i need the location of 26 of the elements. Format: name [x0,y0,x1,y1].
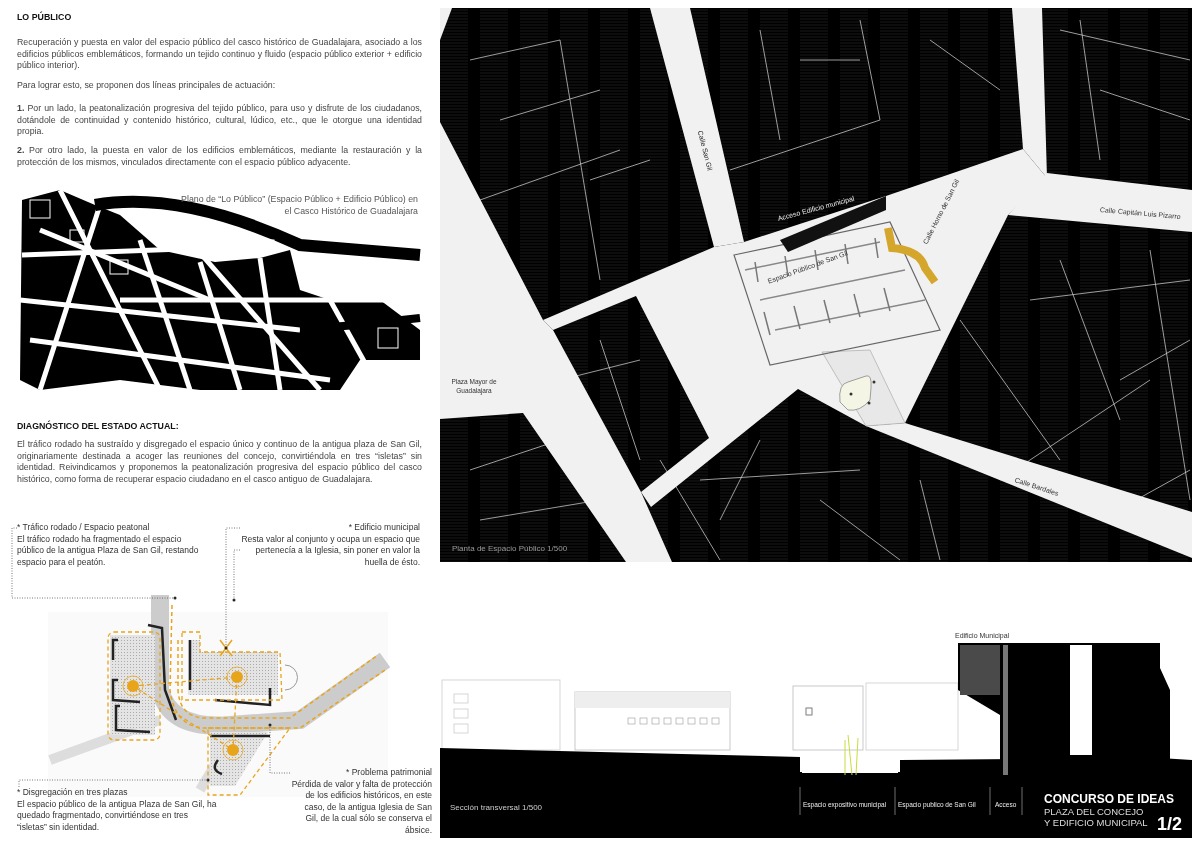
callout-text: Pérdida de valor y falta de protección de los edificios históricos, en este caso, de la antigua Iglesia de San Gil, de la cual sólo se conserva el ábsice. [290,778,432,836]
paragraph: Para lograr esto, se proponen dos líneas principales de actuación: [17,80,277,92]
callout-heading: * Problema patrimonial [345,767,432,779]
sheet-title: CONCURSO DE IDEAS [1044,792,1174,806]
map-caption: Plano de “Lo Público” (Espacio Público + Edificio Público) en el Casco Histórico de Guadalajara [180,194,418,217]
drawing-title: Sección transversal 1/500 [450,802,544,814]
leader-line [225,527,241,649]
paragraph: El tráfico rodado ha sustraído y disgregado el espacio único y continuo de la antigua plaza de San Gil, originariamente destinada a acoger las reuniones del concejo, convirtiéndola en tres “isletas” sin identidad. Reivindicamos y proponemos la peatonalización progresiva del espacio público del casco histórico, como forma de recuperar espacio ciudadano en el casco antiguo de Guadalajara. [17,439,422,485]
paragraph: 1. Por un lado, la peatonalización progresiva del tejido público, para uso y disfrute de los ciudadanos, dotándole de continuidad y contenido histórico, cultural, lúdico, etc., que le otorgue una identidad propia. [17,103,422,138]
sheet-number: 1/2 [1157,814,1184,834]
callout-heading: * Tráfico rodado / Espacio peatonal [17,522,151,534]
callout-heading: * Disgregación en tres plazas [17,787,129,799]
paragraph: Recuperación y puesta en valor del espacio público del casco histórico de Guadalajara, asociado a los edificios públicos emblemáticos, formando un tejido continuo y fluido (espacio público exterior + edificio público interior). [17,37,422,72]
leader-line [18,779,209,788]
callout-text: El espacio público de la antigua Plaza de San Gil, ha quedado fragmentado, convirtiéndose en tres “isletas” sin identidad. [17,798,217,833]
callout-text: El tráfico rodado ha fragmentado el espacio público de la antigua Plaza de San Gil, restando espacio para el peatón. [17,533,200,568]
leader-line [233,549,241,601]
leader-line [269,724,291,774]
section-heading: DIAGNÓSTICO DEL ESTADO ACTUAL: [17,421,180,433]
drawing-title: Planta de Espacio Público 1/500 [452,543,569,555]
paragraph: 2. Por otro lado, la puesta en valor de los edificios emblemáticos, mediante la restauración y la protección de los mismos, vinculados directamente con el espacio público adyacente. [17,145,422,168]
leader-line [11,527,176,599]
section-heading: LO PÚBLICO [17,12,73,24]
sheet-subtitle: PLAZA DEL CONCEJO Y EDIFICIO MUNICIPAL [1044,806,1149,828]
callout-text: Resta valor al conjunto y ocupa un espacio que pertenecía a la Iglesia, sin poner en valor la huella de ésto. [240,533,420,568]
callout-heading: * Edificio municipal [347,522,420,534]
